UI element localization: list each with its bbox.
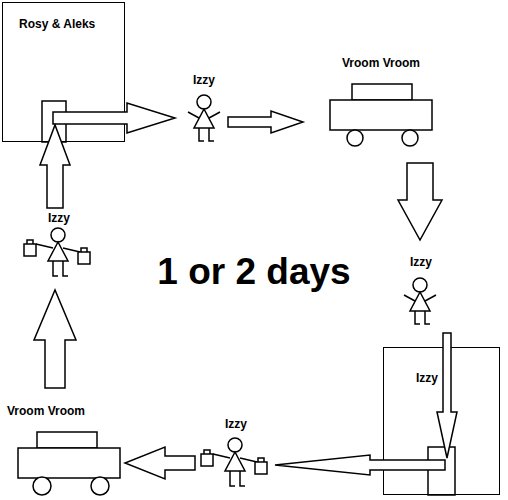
- stick-figure-with-bags: [24, 228, 90, 276]
- house-box: Rosy & Aleks: [2, 2, 125, 142]
- stick-figure: [404, 278, 436, 324]
- person-node: Izzy: [200, 416, 272, 492]
- node-label: Izzy: [416, 371, 499, 385]
- node-label: Izzy: [398, 255, 444, 269]
- car: [18, 432, 120, 495]
- block-arrow: [40, 125, 70, 208]
- person-node: Izzy: [398, 254, 444, 326]
- destination-box: Izzy: [383, 347, 500, 495]
- car-node: Vroom Vroom: [5, 402, 123, 498]
- node-label: Izzy: [22, 211, 96, 225]
- person-node: Izzy: [22, 210, 96, 282]
- block-arrow: [125, 447, 195, 479]
- block-arrow: [275, 455, 445, 475]
- block-arrow: [398, 163, 442, 240]
- node-label: Vroom Vroom: [7, 404, 123, 418]
- door: [42, 101, 66, 142]
- door: [428, 447, 455, 495]
- stick-figure-with-bags: [201, 438, 267, 486]
- car-node: Vroom Vroom: [328, 54, 434, 148]
- block-arrow: [437, 333, 457, 458]
- node-label: Izzy: [200, 417, 272, 431]
- stick-figure: [188, 95, 220, 141]
- car: [330, 84, 432, 146]
- person-node: Izzy: [180, 72, 228, 144]
- duration-label: 1 or 2 days: [0, 250, 508, 294]
- block-arrow: [228, 111, 303, 133]
- node-label: Izzy: [180, 73, 228, 87]
- block-arrow: [34, 290, 76, 388]
- node-label: Vroom Vroom: [328, 56, 434, 70]
- block-arrow: [53, 103, 175, 133]
- node-label: Rosy & Aleks: [19, 17, 124, 31]
